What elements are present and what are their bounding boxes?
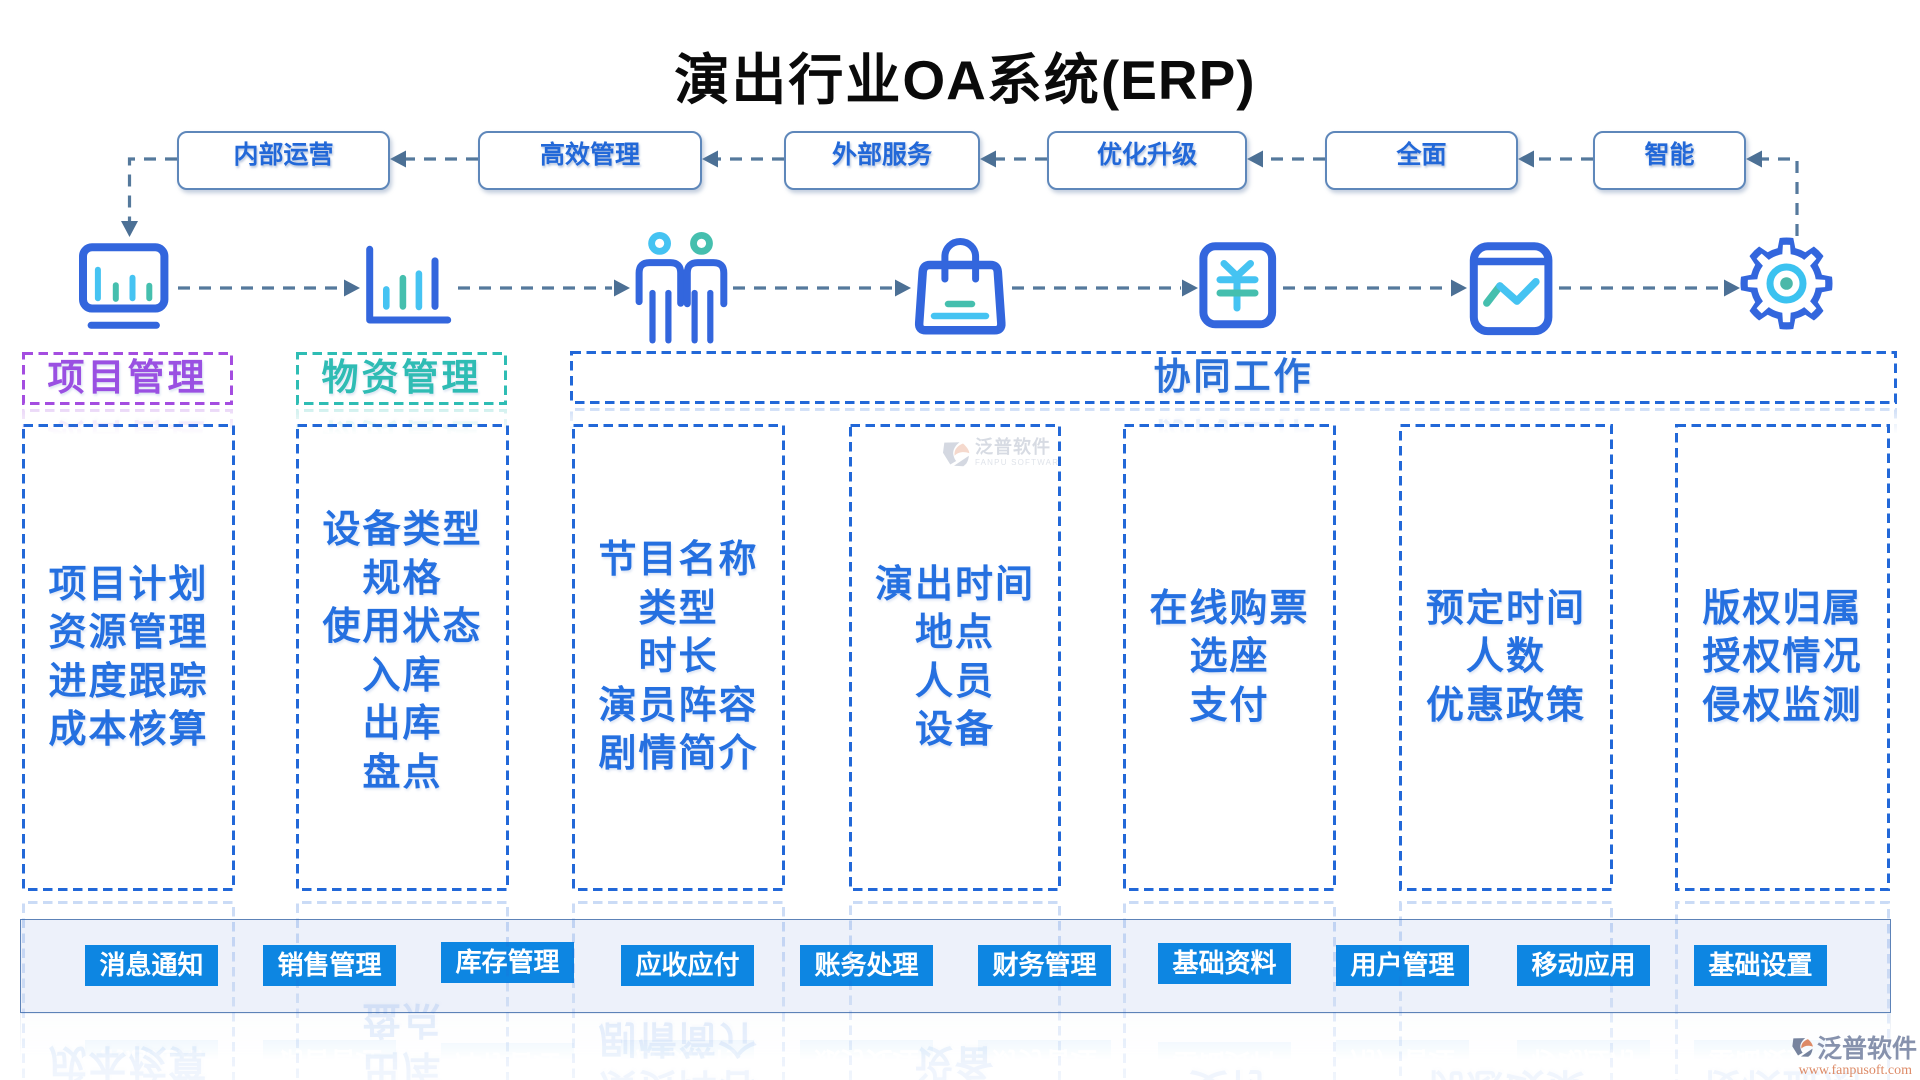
svg-text:泛普软件: 泛普软件 xyxy=(1817,1034,1917,1063)
svg-text:泛普软件: 泛普软件 xyxy=(975,436,1051,457)
svg-text:FANPU SOFTWARE: FANPU SOFTWARE xyxy=(975,458,1058,467)
svg-text:www.fanpusoft.com: www.fanpusoft.com xyxy=(1799,1063,1913,1078)
